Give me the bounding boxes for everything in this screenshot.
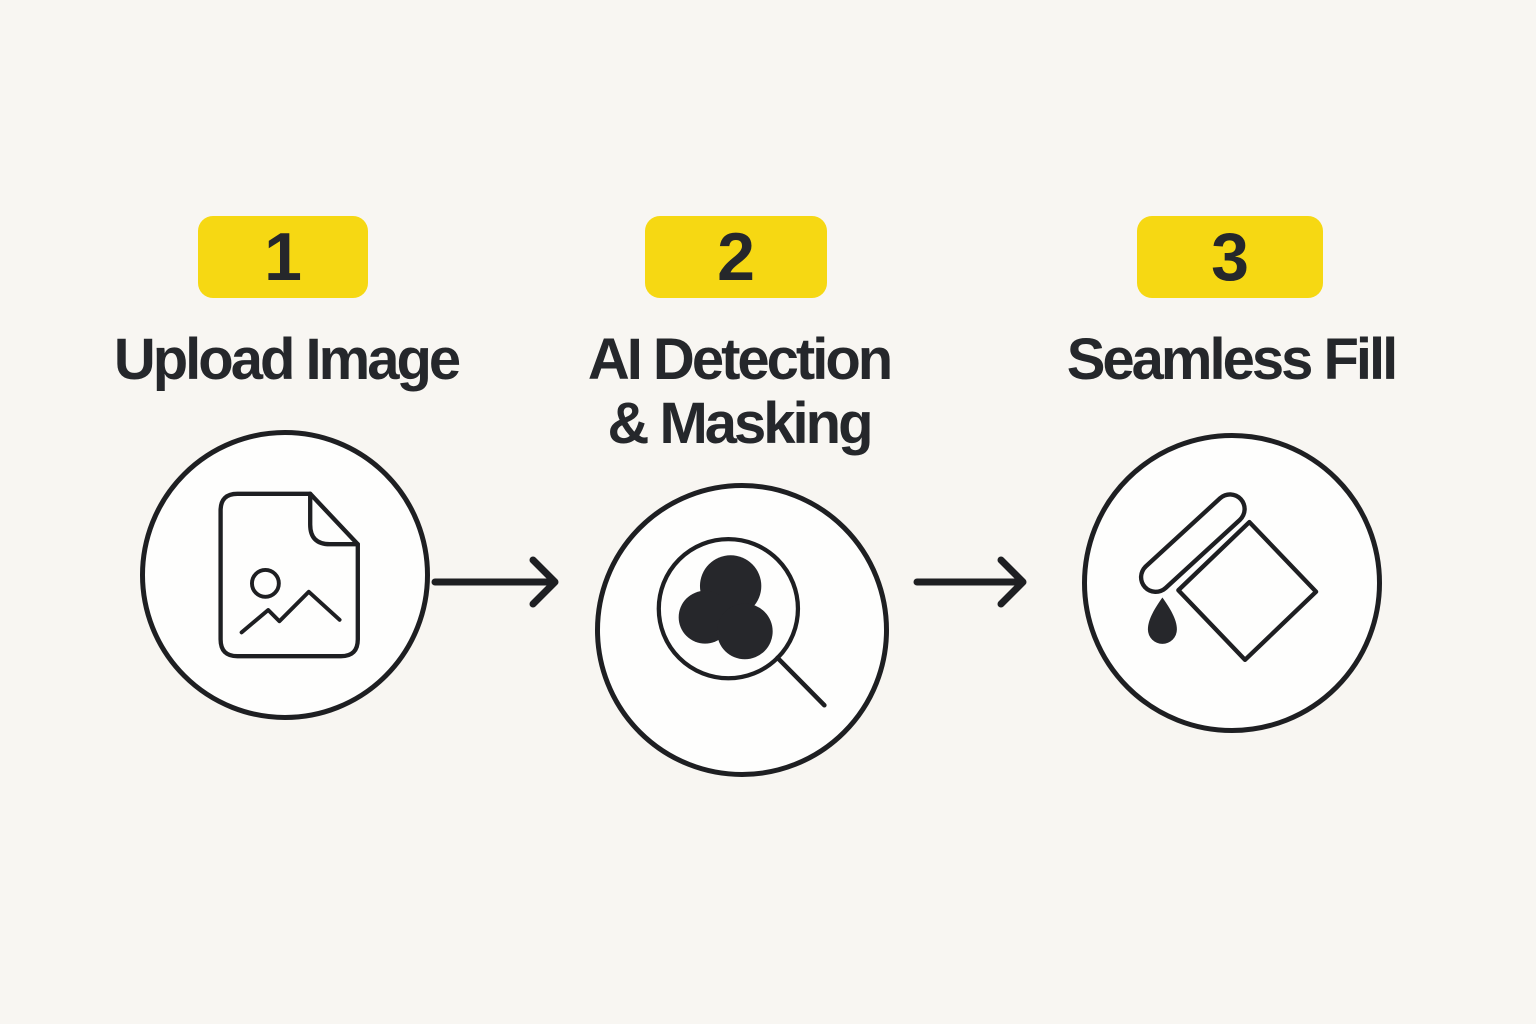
step-3-icon-circle <box>1082 433 1382 733</box>
step-3-title: Seamless Fill <box>1066 327 1399 392</box>
arrow-right-icon <box>431 556 559 608</box>
step-1-icon-circle <box>140 430 430 720</box>
step-1-title-line-1: Upload Image <box>113 327 461 392</box>
step-2-title-line-2: & Masking <box>607 391 873 456</box>
step-3-title-line-1: Seamless Fill <box>1066 327 1399 392</box>
step-1-number: 1 <box>264 219 302 295</box>
step-3-number-badge: 3 <box>1137 216 1323 298</box>
step-2-title: AI Detection & Masking <box>587 327 893 456</box>
paint-drop <box>1147 597 1177 644</box>
step-2-icon-circle <box>595 483 889 777</box>
paint-bucket-icon <box>1138 492 1319 663</box>
step-2-number: 2 <box>717 219 755 295</box>
step-2-title-line-1: AI Detection <box>587 327 893 392</box>
step-3-number: 3 <box>1211 219 1249 295</box>
step-2-number-badge: 2 <box>645 216 827 298</box>
mask-blob <box>678 555 773 660</box>
image-file-icon <box>218 491 360 659</box>
step-1-title: Upload Image <box>113 327 461 392</box>
magnifier-mask-icon <box>656 536 827 708</box>
step-1-number-badge: 1 <box>198 216 368 298</box>
arrow-right-icon <box>913 556 1027 608</box>
